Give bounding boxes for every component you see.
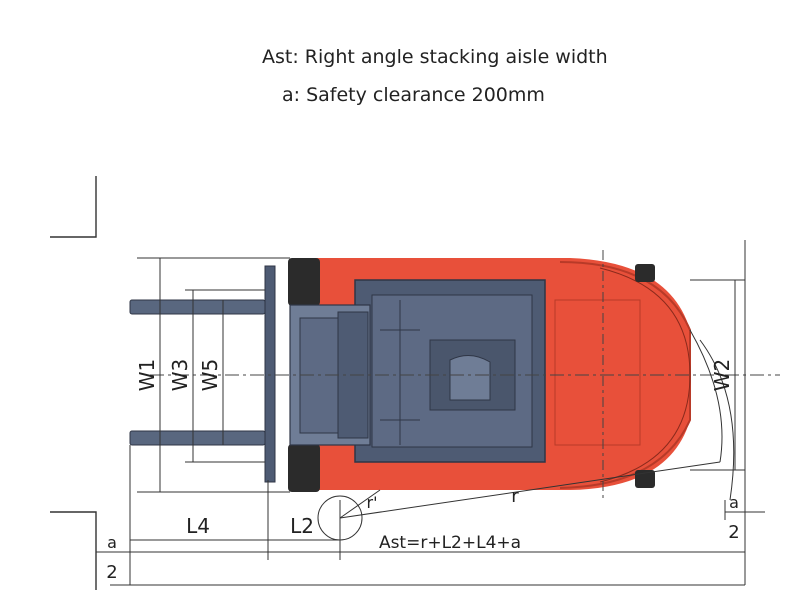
label-w1: W1 <box>135 359 159 392</box>
rear-tires <box>635 264 655 488</box>
front-tires <box>288 258 320 492</box>
label-r-prime: r' <box>367 493 378 512</box>
bottom-dimensions <box>96 445 746 586</box>
aisle-wall-top <box>50 176 97 238</box>
right-clearance <box>724 240 765 520</box>
dimension-w3 <box>185 289 265 463</box>
diagram-title-clearance: a: Safety clearance 200mm <box>282 84 545 106</box>
label-a-right: a <box>729 493 739 512</box>
chassis-frame <box>354 279 546 463</box>
label-w3: W3 <box>168 359 192 392</box>
label-a-left: a <box>107 533 117 552</box>
label-w2: W2 <box>710 359 734 392</box>
aisle-wall-bottom <box>50 511 97 590</box>
label-half-right: 2 <box>728 522 739 543</box>
label-half-left: 2 <box>106 562 117 583</box>
label-l4: L4 <box>186 514 210 538</box>
diagram-title-ast: Ast: Right angle stacking aisle width <box>262 46 608 68</box>
label-r: r <box>511 486 519 507</box>
dimension-w2 <box>690 279 745 471</box>
label-w5: W5 <box>198 359 222 392</box>
dimension-w1 <box>137 257 290 493</box>
label-ast-formula: Ast=r+L2+L4+a <box>379 533 521 553</box>
forks <box>129 299 266 446</box>
fork-backrest <box>264 265 276 483</box>
label-l2: L2 <box>290 514 314 538</box>
